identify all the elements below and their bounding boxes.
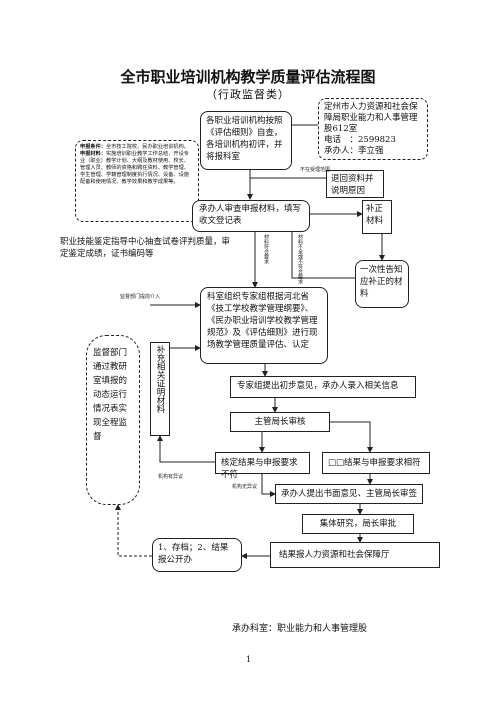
supplement-materials-box: 补正材料 [362,200,392,234]
supplement-proof-text: 补充相关证明材料 [155,345,165,413]
start-text: 各职业培训机构按照《评估细则》自查，各培训机构初评，并将报科室 [206,116,283,162]
expert-text: 科室组织专家组根据河北省《技工学校教学管理纲要》、《民办职业培训学校教学管理规范… [207,292,318,350]
archive-text: 1、存档；2、结果报公开办 [158,543,229,565]
page-subtitle: （行政监督类） [206,88,290,101]
application-conditions-box: 申报条件：全市技工院校、民办职业培训机构。 申报材料：实施培训职业教学工作总结、… [75,140,199,222]
materials-text: 实施培训职业教学工作总结、开设专业（职业）教学计划、大纲及教材使用、校长、管理人… [80,151,189,185]
skill-center-note: 职业技能鉴定指导中心抽查试卷评判质量，审定鉴定成绩，证书编码等 [60,237,231,259]
expert-evaluation-box: 科室组织专家组根据河北省《技工学校教学管理纲要》、《民办职业培训学校教学管理规范… [200,287,328,364]
handler-label: 承办人： [324,146,359,156]
collective-text: 集体研究，局长审批 [319,519,397,529]
materials-ok-label: 材料符合要求 [263,234,269,264]
phone-number: 2599823 [358,135,396,145]
register-text: 承办人审查申报材料，填写收文登记表 [199,204,302,226]
responsible-department: 承办科室：职业能力和人事管理股 [232,624,368,634]
collective-study-box: 集体研究，局长审批 [302,514,414,534]
preliminary-opinion-box: 专家组提出初步意见，承办人录入相关信息 [230,376,416,398]
director-text: 主管局长审核 [254,417,306,427]
supplement-text: 补正材料 [366,204,384,226]
report-to-province-box: 结果报人力资源和社会保障厅 [270,542,440,568]
department-name: 定州市人力资源和社会保障局职业能力和人事管理股612室 [324,102,418,134]
report-text: 结果报人力资源和社会保障厅 [279,550,390,560]
no-objection-label: 机构无异议 [232,484,258,490]
start-self-check-box: 各职业培训机构按照《评估细则》自查，各培训机构初评，并将报科室 [200,111,292,170]
prelim-text: 专家组提出初步意见，承办人录入相关信息 [237,381,399,391]
supervision-box: 监督部门通过教研室填报的动态运行情况表实现全程监督 [86,335,140,505]
register-review-box: 承办人审查申报材料，填写收文登记表 [192,200,310,232]
materials-heading: 申报材料： [80,151,106,157]
return-materials-box: 退回资料并说明原因 [326,170,384,198]
page-title: 全市职业培训机构教学质量评估流程图 [120,68,376,86]
result-mismatch-box: 核定结果与申报要求不符 [215,452,310,480]
written-opinion-box: 承办人提出书面意见、主管局长审签 [275,484,423,504]
not-accepted-label: 不在受理范围 [300,167,331,173]
notify-text: 一次性告知应补正的材料 [360,265,403,299]
department-info-box: 定州市人力资源和社会保障局职业能力和人事管理股612室 电话 ：2599823 … [318,98,428,160]
materials-bad-label: 材料不全或不符合要求 [297,234,303,284]
archive-publish-box: 1、存档；2、结果报公开办 [152,538,242,572]
conditions-heading: 申报条件： [80,144,106,150]
return-text: 退回资料并说明原因 [331,174,374,196]
supervise-in-label: 监督部门提前介入 [120,294,161,300]
mismatch-text: 核定结果与申报要求不符 [221,458,298,480]
phone-label: 电话 ： [324,135,359,145]
result-match-box: □□结果与申报要求相符 [322,452,430,474]
supervision-text: 监督部门通过教研室填报的动态运行情况表实现全程监督 [93,348,128,442]
supplement-proof-box: 补充相关证明材料 [150,342,170,436]
notify-supplement-box: 一次性告知应补正的材料 [355,260,409,308]
written-opinion-text: 承办人提出书面意见、主管局长审签 [281,489,418,499]
match-text: □□结果与申报要求相符 [328,458,421,468]
director-review-box: 主管局长审核 [230,412,330,432]
page-number: 1 [246,655,252,664]
conditions-text: 全市技工院校、民办职业培训机构。 [105,144,189,150]
handler-name: 李立强 [358,146,384,156]
objection-label: 机构有异议 [158,474,184,480]
